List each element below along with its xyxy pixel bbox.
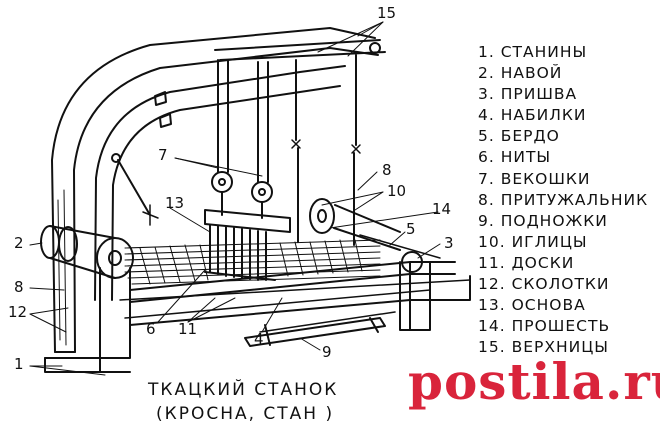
legend-item: 13. ОСНОВА [478,296,586,315]
rear-roller [309,198,441,273]
legend-item: 2. НАВОЙ [478,64,563,83]
callout-3: 3 [444,234,454,252]
callout-9: 9 [322,343,332,361]
legend-item: 6. НИТЫ [478,148,552,167]
callout-15: 15 [377,4,397,22]
legend-item: 3. ПРИШВА [478,85,578,104]
cloth-beam [40,225,134,279]
callout-5: 5 [406,220,416,238]
side-frames [44,27,379,373]
callout-4: 4 [254,330,264,348]
caption-title: ТКАЦКИЙ СТАНОК [148,380,339,400]
callout-8: 8 [382,161,392,179]
pulleys [211,39,386,246]
callout-13: 13 [165,194,185,212]
legend-item: 12. СКОЛОТКИ [478,275,610,294]
leader-lines [29,21,441,376]
legend-item: 14. ПРОШЕСТЬ [478,317,611,336]
callout-1: 1 [14,355,24,373]
legend-item: 8. ПРИТУЖАЛЬНИК [478,190,649,209]
legend-item: 5. БЕРДО [478,127,560,146]
legend-item: 9. ПОДНОЖКИ [478,211,608,230]
callout-2: 2 [14,234,24,252]
callout-6: 6 [146,320,156,338]
warp-threads [124,239,381,285]
legend-item: 1. СТАНИНЫ [478,43,588,61]
callout-10: 10 [387,182,407,200]
callout-7: 7 [158,146,168,164]
caption-subtitle: (КРОСНА, СТАН ) [156,404,335,424]
legend: 1. СТАНИНЫ 2. НАВОЙ 3. ПРИШВА 4. НАБИЛКИ… [478,42,648,358]
callout-12: 12 [8,303,28,321]
legend-item: 15. ВЕРХНИЦЫ [478,338,609,357]
reed [204,209,291,281]
left-tensioner [111,153,159,226]
legend-item: 7. ВЕКОШКИ [478,169,591,188]
legend-item: 10. ИГЛИЦЫ [478,232,588,251]
watermark-logo: postila.ru [408,352,660,411]
legend-item: 4. НАБИЛКИ [478,106,587,125]
legend-item: 11. ДОСКИ [478,253,575,272]
beams [119,261,471,331]
treadles [244,311,396,347]
callout-11: 11 [178,320,198,338]
callout-14: 14 [432,200,452,218]
callout-8-lower: 8 [14,278,24,296]
